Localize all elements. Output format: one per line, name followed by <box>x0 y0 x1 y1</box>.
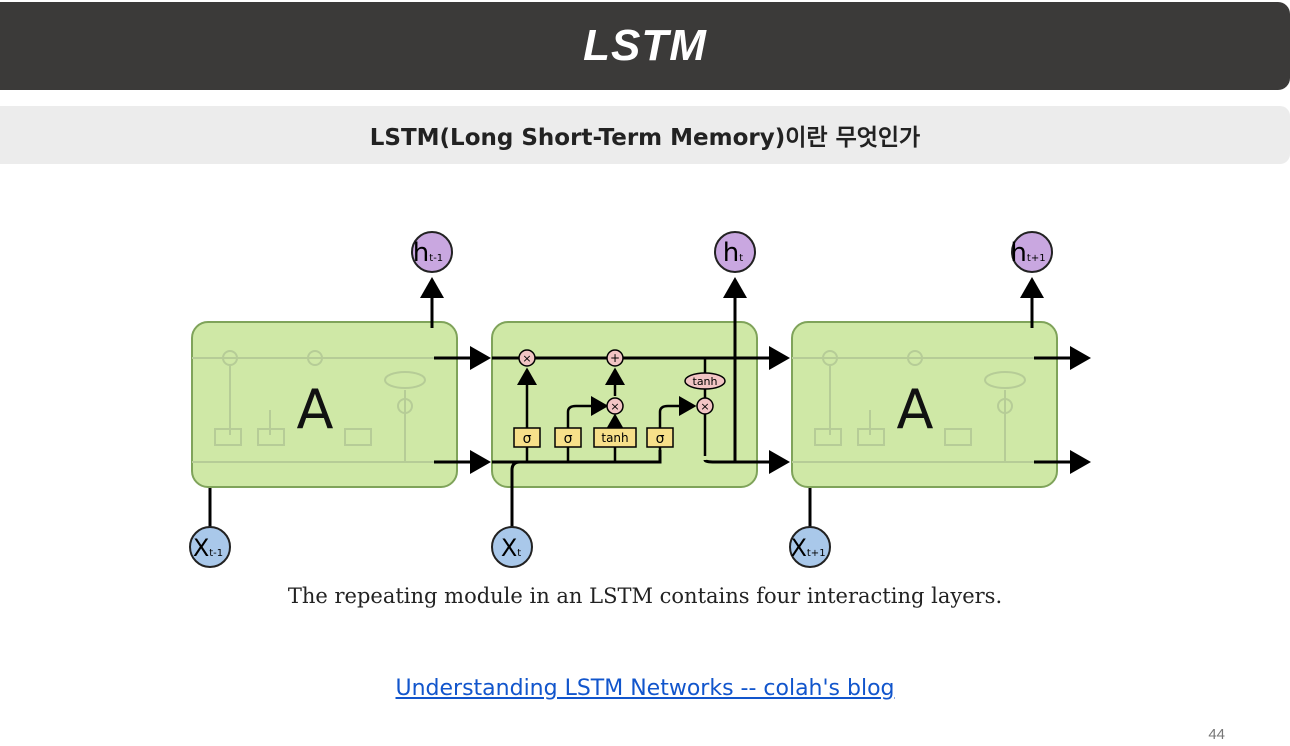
op-multiply-forget: × <box>518 349 536 367</box>
output-node-h-t: ht <box>714 231 756 273</box>
svg-text:×: × <box>700 400 709 413</box>
output-node-h-t-1: ht-1 <box>411 231 453 273</box>
gate-forget: σ <box>513 427 541 448</box>
svg-text:+: + <box>610 351 620 365</box>
svg-text:σ: σ <box>564 431 573 447</box>
slide-subtitle: LSTM(Long Short-Term Memory)이란 무엇인가 <box>369 125 921 151</box>
source-link[interactable]: Understanding LSTM Networks -- colah's b… <box>395 676 895 701</box>
output-node-h-t+1: ht+1 <box>1010 231 1053 273</box>
module-right: A <box>791 277 1091 532</box>
svg-text:ht: ht <box>723 238 743 268</box>
svg-text:tanh: tanh <box>601 431 628 445</box>
title-bar: LSTM <box>0 2 1290 90</box>
diagram-caption: The repeating module in an LSTM contains… <box>287 584 1003 608</box>
gate-candidate: tanh <box>593 427 637 448</box>
input-node-x-t-1: Xt-1 <box>189 526 231 568</box>
subtitle-bar: LSTM(Long Short-Term Memory)이란 무엇인가 <box>0 106 1290 164</box>
gate-output: σ <box>646 427 674 448</box>
module-middle: σ σ tanh σ × + × × <box>491 277 790 532</box>
op-tanh: tanh <box>684 372 726 390</box>
op-multiply-output: × <box>696 397 714 415</box>
svg-text:σ: σ <box>523 431 532 447</box>
input-node-x-t+1: Xt+1 <box>789 526 831 568</box>
module-left: A <box>191 277 491 532</box>
svg-text:Xt-1: Xt-1 <box>193 534 223 562</box>
svg-text:ht-1: ht-1 <box>413 238 443 268</box>
svg-text:tanh: tanh <box>693 375 718 388</box>
slide-title: LSTM <box>583 21 707 70</box>
svg-text:σ: σ <box>656 431 665 447</box>
module-right-label: A <box>897 378 934 441</box>
svg-text:×: × <box>522 352 531 365</box>
lstm-diagram: A σ <box>189 231 1091 568</box>
input-node-x-t: Xt <box>491 526 533 568</box>
op-add: + <box>606 349 624 367</box>
svg-text:Xt+1: Xt+1 <box>790 534 825 562</box>
op-multiply-input: × <box>606 397 624 415</box>
svg-text:×: × <box>610 400 619 413</box>
svg-text:ht+1: ht+1 <box>1010 238 1045 268</box>
gate-input: σ <box>554 427 582 448</box>
module-left-label: A <box>297 378 334 441</box>
svg-text:Xt: Xt <box>501 534 521 562</box>
page-number: 44 <box>1208 726 1225 743</box>
